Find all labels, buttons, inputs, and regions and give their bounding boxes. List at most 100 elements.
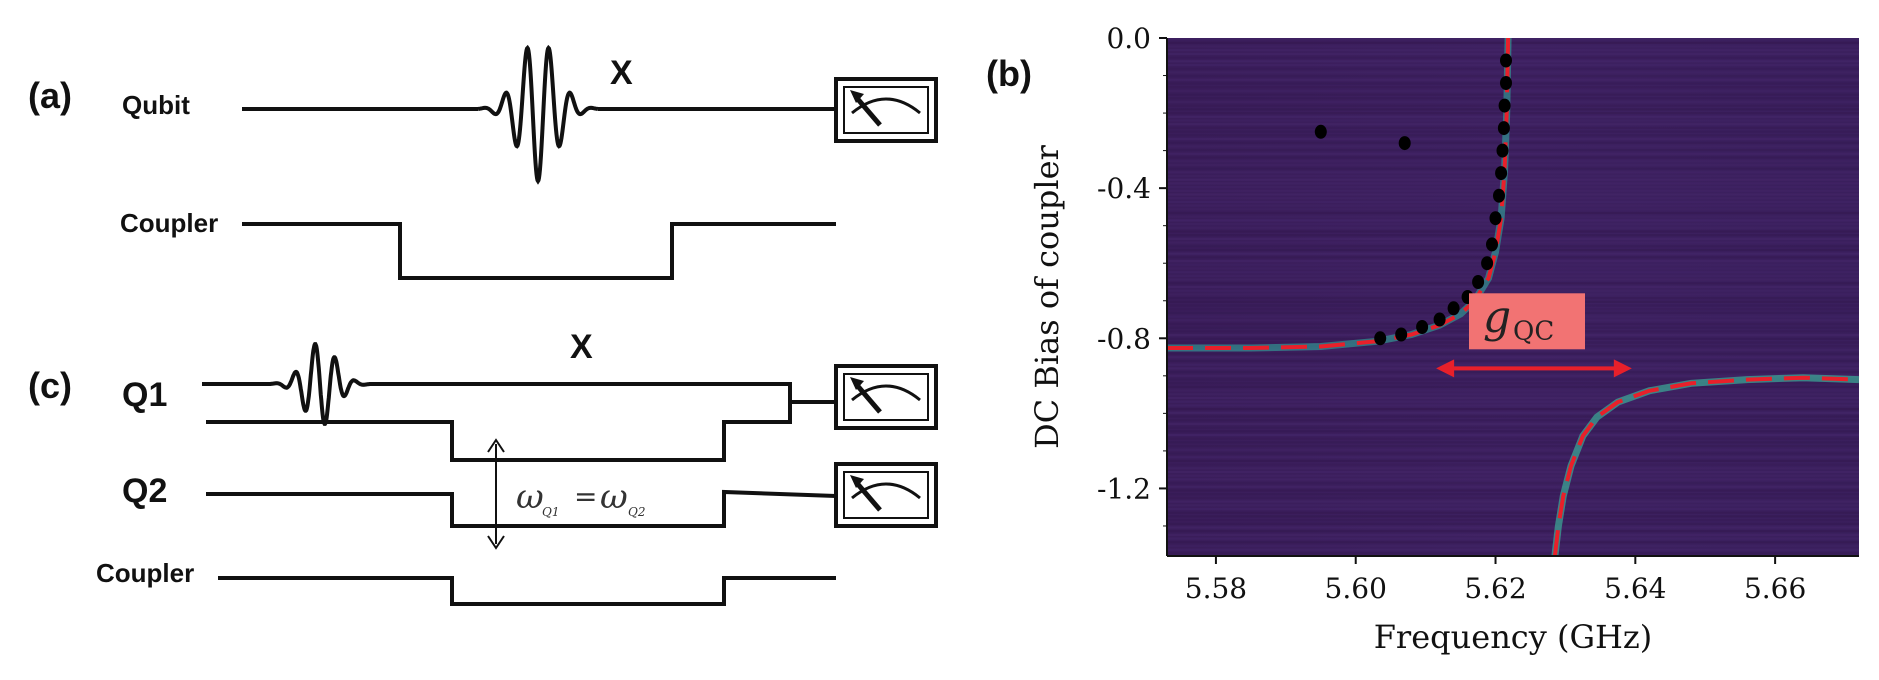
heatmap-noise-row (1167, 45, 1859, 47)
heatmap-noise-row (1167, 253, 1859, 255)
heatmap-noise-row (1167, 486, 1859, 488)
heatmap-noise-row (1167, 205, 1859, 207)
heatmap-noise-row (1167, 467, 1859, 469)
x-tick-label: 5.60 (1325, 572, 1387, 605)
x-axis-label: Frequency (GHz) (1374, 618, 1653, 656)
heatmap-noise-row (1167, 386, 1859, 388)
data-point (1481, 256, 1493, 270)
data-point (1497, 144, 1509, 158)
heatmap-noise-row (1167, 456, 1859, 458)
heatmap-noise-row (1167, 142, 1859, 144)
heatmap-noise-row (1167, 230, 1859, 232)
heatmap-noise-row (1167, 393, 1859, 395)
heatmap-noise-row (1167, 493, 1859, 495)
heatmap-noise-row (1167, 190, 1859, 192)
q1-pulse-waveform (270, 344, 370, 424)
heatmap-noise-row (1167, 227, 1859, 229)
heatmap-noise-row (1167, 108, 1859, 110)
resonance-condition-label: ω Q1 = ω Q2 (516, 477, 645, 519)
heatmap-noise-row (1167, 445, 1859, 447)
detuning-double-arrow (488, 440, 504, 548)
heatmap-noise-row (1167, 245, 1859, 247)
heatmap-noise-row (1167, 123, 1859, 125)
data-point (1472, 275, 1484, 289)
data-point (1374, 331, 1386, 345)
heatmap-noise-row (1167, 82, 1859, 84)
heatmap-noise-row (1167, 541, 1859, 543)
heatmap-noise-row (1167, 79, 1859, 81)
heatmap-noise-row (1167, 168, 1859, 170)
heatmap-noise-row (1167, 193, 1859, 195)
heatmap-noise-row (1167, 171, 1859, 173)
x-pulse-waveform (478, 48, 598, 181)
heatmap-noise-row (1167, 290, 1859, 292)
heatmap-noise-row (1167, 508, 1859, 510)
heatmap-noise-row (1167, 552, 1859, 554)
x-tick-label: 5.66 (1744, 572, 1806, 605)
coupler-channel-label-c: Coupler (96, 558, 194, 588)
heatmap-noise-row (1167, 412, 1859, 414)
heatmap-noise-row (1167, 286, 1859, 288)
heatmap-noise-row (1167, 441, 1859, 443)
heatmap-noise-row (1167, 49, 1859, 51)
heatmap-noise-row (1167, 460, 1859, 462)
data-point (1495, 166, 1507, 180)
heatmap-noise-row (1167, 38, 1859, 40)
heatmap-noise-row (1167, 390, 1859, 392)
q1-drive-line-right (370, 384, 836, 402)
heatmap-noise-row (1167, 127, 1859, 129)
heatmap-noise-row (1167, 57, 1859, 59)
data-point (1315, 125, 1327, 139)
heatmap-noise-row (1167, 475, 1859, 477)
heatmap-noise-row (1167, 434, 1859, 436)
y-axis-label: DC Bias of coupler (1028, 144, 1066, 448)
qubit-channel-label: Qubit (122, 90, 190, 120)
heatmap-noise-row (1167, 497, 1859, 499)
heatmap-noise-row (1167, 415, 1859, 417)
heatmap-noise-row (1167, 530, 1859, 532)
data-point (1399, 136, 1411, 150)
heatmap-noise-row (1167, 90, 1859, 92)
heatmap-noise-row (1167, 404, 1859, 406)
heatmap-noise-row (1167, 42, 1859, 44)
heatmap-noise-row (1167, 526, 1859, 528)
heatmap-noise-row (1167, 249, 1859, 251)
x-gate-label: X (610, 54, 633, 92)
heatmap-noise-row (1167, 464, 1859, 466)
q2-channel-label: Q2 (122, 472, 167, 510)
x-tick-label: 5.58 (1185, 572, 1247, 605)
heatmap-noise-row (1167, 238, 1859, 240)
heatmap-noise-row (1167, 179, 1859, 181)
heatmap-noise-row (1167, 538, 1859, 540)
heatmap-noise-row (1167, 149, 1859, 151)
omega-q1-symbol: ω (516, 477, 544, 517)
data-point (1493, 189, 1505, 203)
heatmap-noise-row (1167, 64, 1859, 66)
heatmap-noise-row (1167, 504, 1859, 506)
heatmap-noise-row (1167, 201, 1859, 203)
heatmap-noise-row (1167, 234, 1859, 236)
heatmap-noise-row (1167, 275, 1859, 277)
heatmap-noise-row (1167, 438, 1859, 440)
heatmap-noise-row (1167, 212, 1859, 214)
heatmap-noise-row (1167, 401, 1859, 403)
heatmap-noise-row (1167, 397, 1859, 399)
data-point (1500, 76, 1512, 90)
heatmap-noise-row (1167, 119, 1859, 121)
q1-channel-label: Q1 (122, 376, 167, 414)
heatmap-noise-row (1167, 75, 1859, 77)
heatmap-noise-row (1167, 223, 1859, 225)
heatmap-noise-row (1167, 86, 1859, 88)
heatmap-noise-row (1167, 208, 1859, 210)
heatmap-noise-row (1167, 549, 1859, 551)
data-point (1395, 328, 1407, 342)
heatmap-noise-row (1167, 131, 1859, 133)
panel-b-label: (b) (986, 53, 1032, 94)
heatmap-noise-row (1167, 164, 1859, 166)
heatmap-noise-row (1167, 427, 1859, 429)
measurement-meter-icon (836, 79, 936, 141)
panel-a: (a) Qubit Coupler X (28, 48, 936, 278)
heatmap-noise-row (1167, 408, 1859, 410)
heatmap-noise-row (1167, 449, 1859, 451)
